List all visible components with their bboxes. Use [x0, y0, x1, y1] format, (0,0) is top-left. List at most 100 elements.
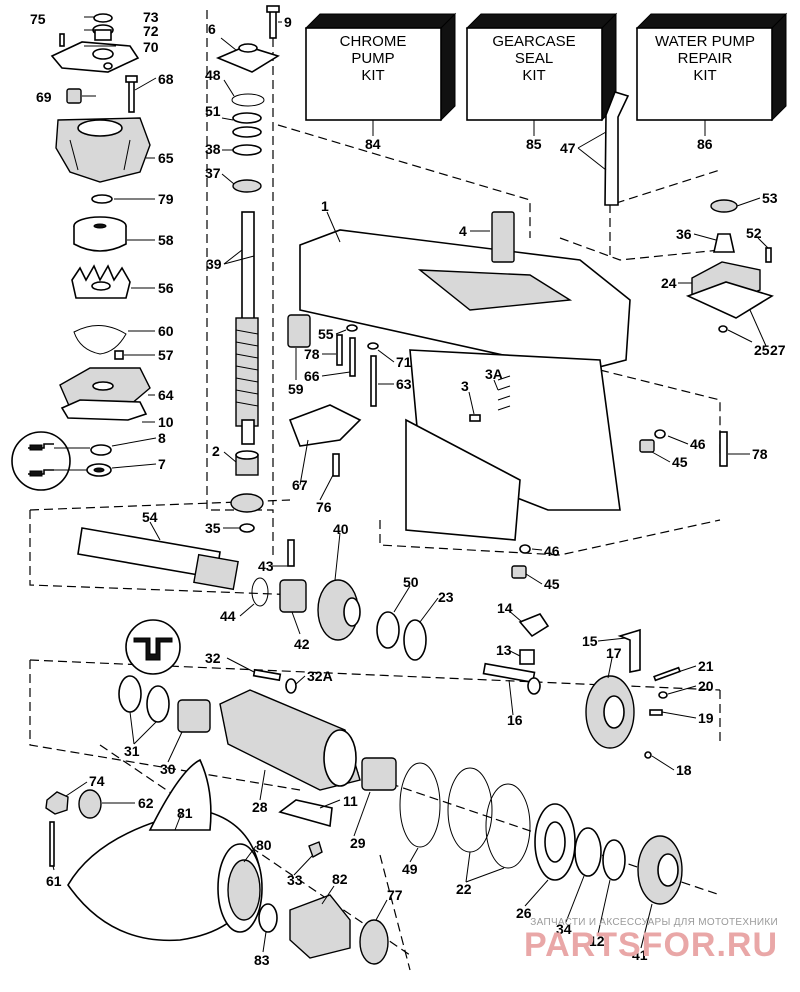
- part-30-bearing: [177, 699, 211, 733]
- part-3-screws: [469, 375, 511, 422]
- callout-76: 76: [316, 499, 332, 515]
- part-11-clip: [278, 799, 333, 828]
- callout-16: 16: [507, 712, 523, 728]
- callout-45-a: 45: [672, 454, 688, 470]
- callout-73: 73: [143, 9, 159, 25]
- callout-52: 52: [746, 225, 762, 241]
- part-28-bearing-housing: [219, 689, 361, 791]
- leader-lines: [52, 16, 769, 953]
- callout-21: 21: [698, 658, 714, 674]
- callout-14: 14: [497, 600, 513, 616]
- part-23-thrust-washer: [403, 619, 427, 661]
- kit-chrome-pump-line2: PUMP: [351, 50, 394, 67]
- callout-44: 44: [220, 608, 236, 624]
- callout-42: 42: [294, 636, 310, 652]
- part-35-nut: [239, 523, 255, 533]
- callout-63: 63: [396, 376, 412, 392]
- callout-68: 68: [158, 71, 174, 87]
- watermark: ЗАПЧАСТИ И АКСЕССУАРЫ ДЛЯ МОТОТЕХНИКИ PA…: [524, 917, 778, 962]
- part-52-screw: [765, 247, 772, 263]
- callout-8: 8: [158, 430, 166, 446]
- callout-53: 53: [762, 190, 778, 206]
- callout-84: 84: [365, 136, 381, 152]
- part-37-thrust-bearing: [232, 179, 262, 193]
- callout-60: 60: [158, 323, 174, 339]
- callout-45-b: 45: [544, 576, 560, 592]
- part-9-screw: [266, 5, 280, 39]
- part-50-shim: [376, 611, 400, 649]
- part-29-bearing: [361, 757, 397, 791]
- callout-39: 39: [206, 256, 222, 272]
- kit-water-pump-line3: KIT: [693, 67, 716, 84]
- callout-43: 43: [258, 558, 274, 574]
- callout-36: 36: [676, 226, 692, 242]
- callout-66: 66: [304, 368, 320, 384]
- part-72-tube: [92, 24, 114, 41]
- callout-12: 12: [589, 933, 605, 949]
- part-39-driveshaft: [235, 211, 259, 445]
- part-76-screw: [332, 453, 340, 477]
- callout-25: 25: [754, 342, 770, 358]
- callout-37: 37: [205, 165, 221, 181]
- callout-48: 48: [205, 67, 221, 83]
- callout-83: 83: [254, 952, 270, 968]
- kit-gearcase-seal-line3: KIT: [522, 67, 545, 84]
- kit-water-pump-line2: REPAIR: [678, 50, 733, 67]
- callout-78-b: 78: [752, 446, 768, 462]
- callout-51: 51: [205, 103, 221, 119]
- part-49-o-ring: [399, 762, 441, 848]
- part-1-gearcase-housing: [299, 229, 631, 541]
- part-82-thrust-hub: [289, 894, 351, 959]
- part-60-seal-ring: [73, 325, 127, 355]
- callout-28: 28: [252, 799, 268, 815]
- part-13-detent: [519, 649, 535, 665]
- part-58-impeller-cup: [73, 216, 127, 252]
- callout-34: 34: [556, 921, 572, 937]
- part-31-seals: [118, 675, 170, 723]
- watermark-subtitle: ЗАПЧАСТИ И АКСЕССУАРЫ ДЛЯ МОТОТЕХНИКИ: [530, 917, 778, 928]
- part-66-screw: [349, 337, 356, 377]
- part-33-nut: [308, 841, 323, 859]
- part-75-screw: [59, 33, 65, 47]
- part-59-bracket: [287, 314, 311, 348]
- callout-62: 62: [138, 795, 154, 811]
- kit-chrome-pump-line3: KIT: [361, 67, 384, 84]
- part-83-washer: [258, 903, 278, 933]
- callout-6: 6: [208, 21, 216, 37]
- callout-86: 86: [697, 136, 713, 152]
- callout-1: 1: [321, 198, 329, 214]
- part-41-reverse-gear: [637, 835, 683, 905]
- part-55-washer: [346, 324, 358, 332]
- callout-33: 33: [287, 872, 303, 888]
- callout-32a: 32A: [307, 668, 333, 684]
- part-78-screw-a: [336, 334, 343, 366]
- part-57-pin: [114, 350, 124, 360]
- part-48-o-ring: [231, 93, 265, 107]
- part-10-gasket: [60, 399, 148, 421]
- part-40-pinion-gear: [230, 493, 264, 513]
- part-71-washer: [367, 342, 379, 350]
- callout-67: 67: [292, 477, 308, 493]
- part-6-bearing-housing: [215, 43, 280, 73]
- callout-61: 61: [46, 873, 62, 889]
- part-45-plug-a: [639, 439, 655, 453]
- part-2-bearing: [235, 450, 259, 476]
- callout-24: 24: [661, 275, 677, 291]
- callout-46-a: 46: [690, 436, 706, 452]
- callout-50: 50: [403, 574, 419, 590]
- part-34-shim: [574, 827, 602, 877]
- part-7-seal: [86, 463, 112, 477]
- part-51-washers: [232, 112, 262, 138]
- part-62-spacer: [78, 789, 102, 819]
- seal-detail-circle: [11, 431, 90, 491]
- part-14-shift-lever: [518, 613, 550, 638]
- part-8-seal: [90, 444, 112, 456]
- part-43-pin: [287, 539, 295, 567]
- callout-26: 26: [516, 905, 532, 921]
- callout-78-a: 78: [304, 346, 320, 362]
- part-27-gasket: [685, 281, 774, 319]
- kit-gearcase-seal-line2: SEAL: [515, 50, 553, 67]
- callout-17: 17: [606, 645, 622, 661]
- part-40-forward-gear: [317, 579, 361, 641]
- kit-chrome-pump-line1: CHROME: [340, 33, 407, 50]
